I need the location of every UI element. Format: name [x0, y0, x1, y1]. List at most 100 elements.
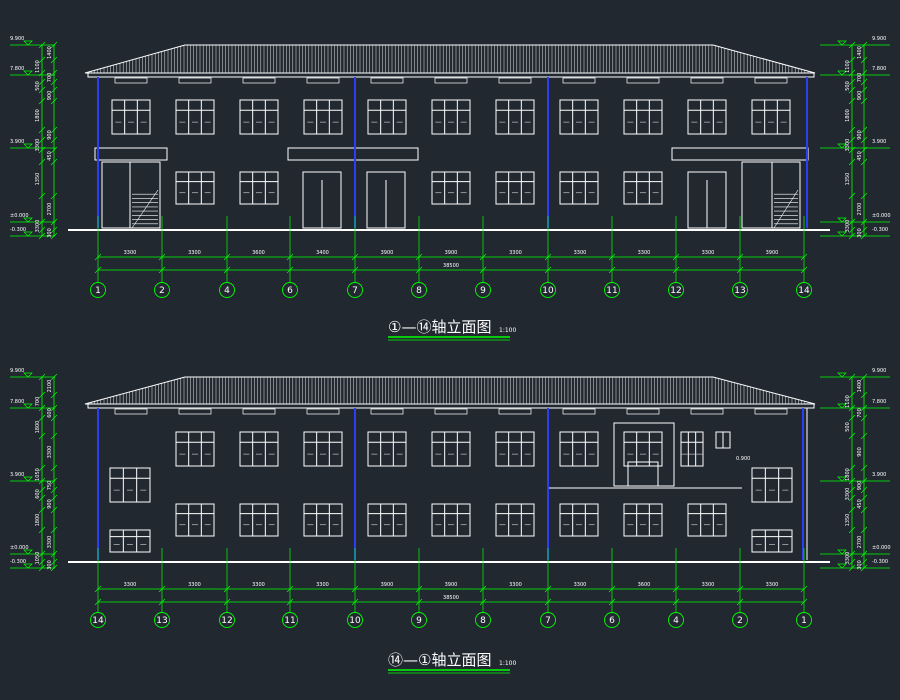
- window-upper: [303, 99, 343, 135]
- axis-label: 1: [95, 286, 101, 296]
- height-dimension: 3300: [845, 552, 851, 565]
- window-upper: [175, 99, 215, 135]
- axis-bubble: 11: [604, 282, 620, 298]
- level-value: -0.300: [872, 227, 888, 233]
- height-dimension: 900: [857, 130, 863, 140]
- level-value: 7.800: [10, 399, 24, 405]
- window-upper: [495, 431, 535, 467]
- window-upper: [751, 99, 791, 135]
- window-upper: [559, 431, 599, 467]
- axis-bubble: 10: [347, 612, 363, 628]
- height-dimension: 3300: [47, 446, 53, 459]
- vent-lintel: [498, 77, 532, 84]
- axis-label: 10: [349, 616, 361, 626]
- window-lower: [367, 503, 407, 537]
- window-upper: [431, 99, 471, 135]
- axis-label: 9: [416, 616, 422, 626]
- span-dimension: 3300: [252, 582, 265, 588]
- window-low-small: [109, 529, 151, 553]
- height-dimension: 2100: [47, 380, 53, 393]
- elevation-1-title-block: ①—⑭轴立面图 1:100: [388, 318, 516, 341]
- vent-lintel: [498, 408, 532, 415]
- axis-label: 6: [609, 616, 615, 626]
- window-lower: [175, 171, 215, 205]
- total-dimension: 38500: [443, 263, 459, 269]
- structural-columns: [97, 408, 804, 560]
- vent-lintel: [690, 77, 724, 84]
- total-dimension: 38500: [443, 595, 459, 601]
- window-upper: [495, 99, 535, 135]
- window-upper: [367, 431, 407, 467]
- height-dimension: 900: [857, 447, 863, 457]
- height-dimension: 2700: [857, 203, 863, 216]
- axis-bubble: 11: [282, 612, 298, 628]
- axis-label: 14: [92, 616, 104, 626]
- window-lower: [495, 171, 535, 205]
- axis-label: 13: [156, 616, 167, 626]
- window-upper: [239, 431, 279, 467]
- vent-lintel: [370, 77, 404, 84]
- elevation-1-building: 9.9007.8003.900±0.000-0.3001400110070050…: [10, 36, 891, 341]
- stair-right: [741, 161, 801, 229]
- vent-lintel: [434, 408, 468, 415]
- height-dimension: 3300: [47, 536, 53, 549]
- height-dimension: 1800: [845, 109, 851, 122]
- elevation-1-roof: [84, 44, 816, 78]
- stair-left: [101, 161, 161, 229]
- span-dimension: 3300: [638, 250, 651, 256]
- window-lower: [303, 503, 343, 537]
- height-dimension: 3300: [845, 139, 851, 152]
- level-value: -0.300: [10, 227, 26, 233]
- height-dimension: 1800: [845, 468, 851, 481]
- height-dimension: 700: [47, 73, 53, 83]
- elevation-2-roof: [84, 376, 816, 409]
- vent-lintel: [370, 408, 404, 415]
- axis-label: 12: [221, 616, 232, 626]
- axis-bubble: 4: [219, 282, 235, 298]
- window-upper: [623, 431, 663, 467]
- height-dimension: 750: [47, 481, 53, 491]
- axis-label: 8: [416, 286, 422, 296]
- axis-label: 7: [545, 616, 551, 626]
- elevation-2-title: ⑭—①轴立面图: [388, 651, 491, 669]
- elevation-1-level-marks-left: 9.9007.8003.900±0.000-0.3001400110070050…: [10, 36, 58, 240]
- axis-label: 13: [734, 286, 745, 296]
- span-dimension: 3300: [509, 582, 522, 588]
- axis-bubble: 4: [668, 612, 684, 628]
- height-dimension: 3300: [35, 220, 41, 233]
- window-upper: [239, 99, 279, 135]
- height-dimension: 1800: [35, 109, 41, 122]
- stair-tower-frame: [613, 422, 675, 487]
- axis-bubble: 9: [411, 612, 427, 628]
- vent-lintel: [178, 77, 212, 84]
- span-dimension: 3300: [124, 582, 137, 588]
- axis-label: 4: [224, 286, 230, 296]
- window-upper: [623, 99, 663, 135]
- span-dimension: 3900: [445, 582, 458, 588]
- axis-label: 4: [673, 616, 679, 626]
- level-value: 9.900: [10, 36, 24, 42]
- vent-lintel: [434, 77, 468, 84]
- vent-lintel: [242, 77, 276, 84]
- window-lower: [239, 171, 279, 205]
- span-dimension: 3600: [252, 250, 265, 256]
- height-dimension: 450: [857, 151, 863, 161]
- small-vent-window: [715, 431, 731, 449]
- vent-lintel: [562, 77, 596, 84]
- axis-bubble: 6: [604, 612, 620, 628]
- level-value: 9.900: [872, 36, 886, 42]
- axis-bubble: 7: [347, 282, 363, 298]
- level-value: 7.800: [872, 66, 886, 72]
- height-dimension: 700: [857, 408, 863, 418]
- window-lower: [239, 503, 279, 537]
- window-side: [751, 467, 793, 503]
- height-dimension: 600: [35, 489, 41, 499]
- span-dimension: 3300: [188, 582, 201, 588]
- height-dimension: 300: [857, 560, 863, 570]
- vent-lintel: [114, 77, 148, 84]
- height-dimension: 1400: [857, 46, 863, 59]
- height-dimension: 1800: [35, 421, 41, 434]
